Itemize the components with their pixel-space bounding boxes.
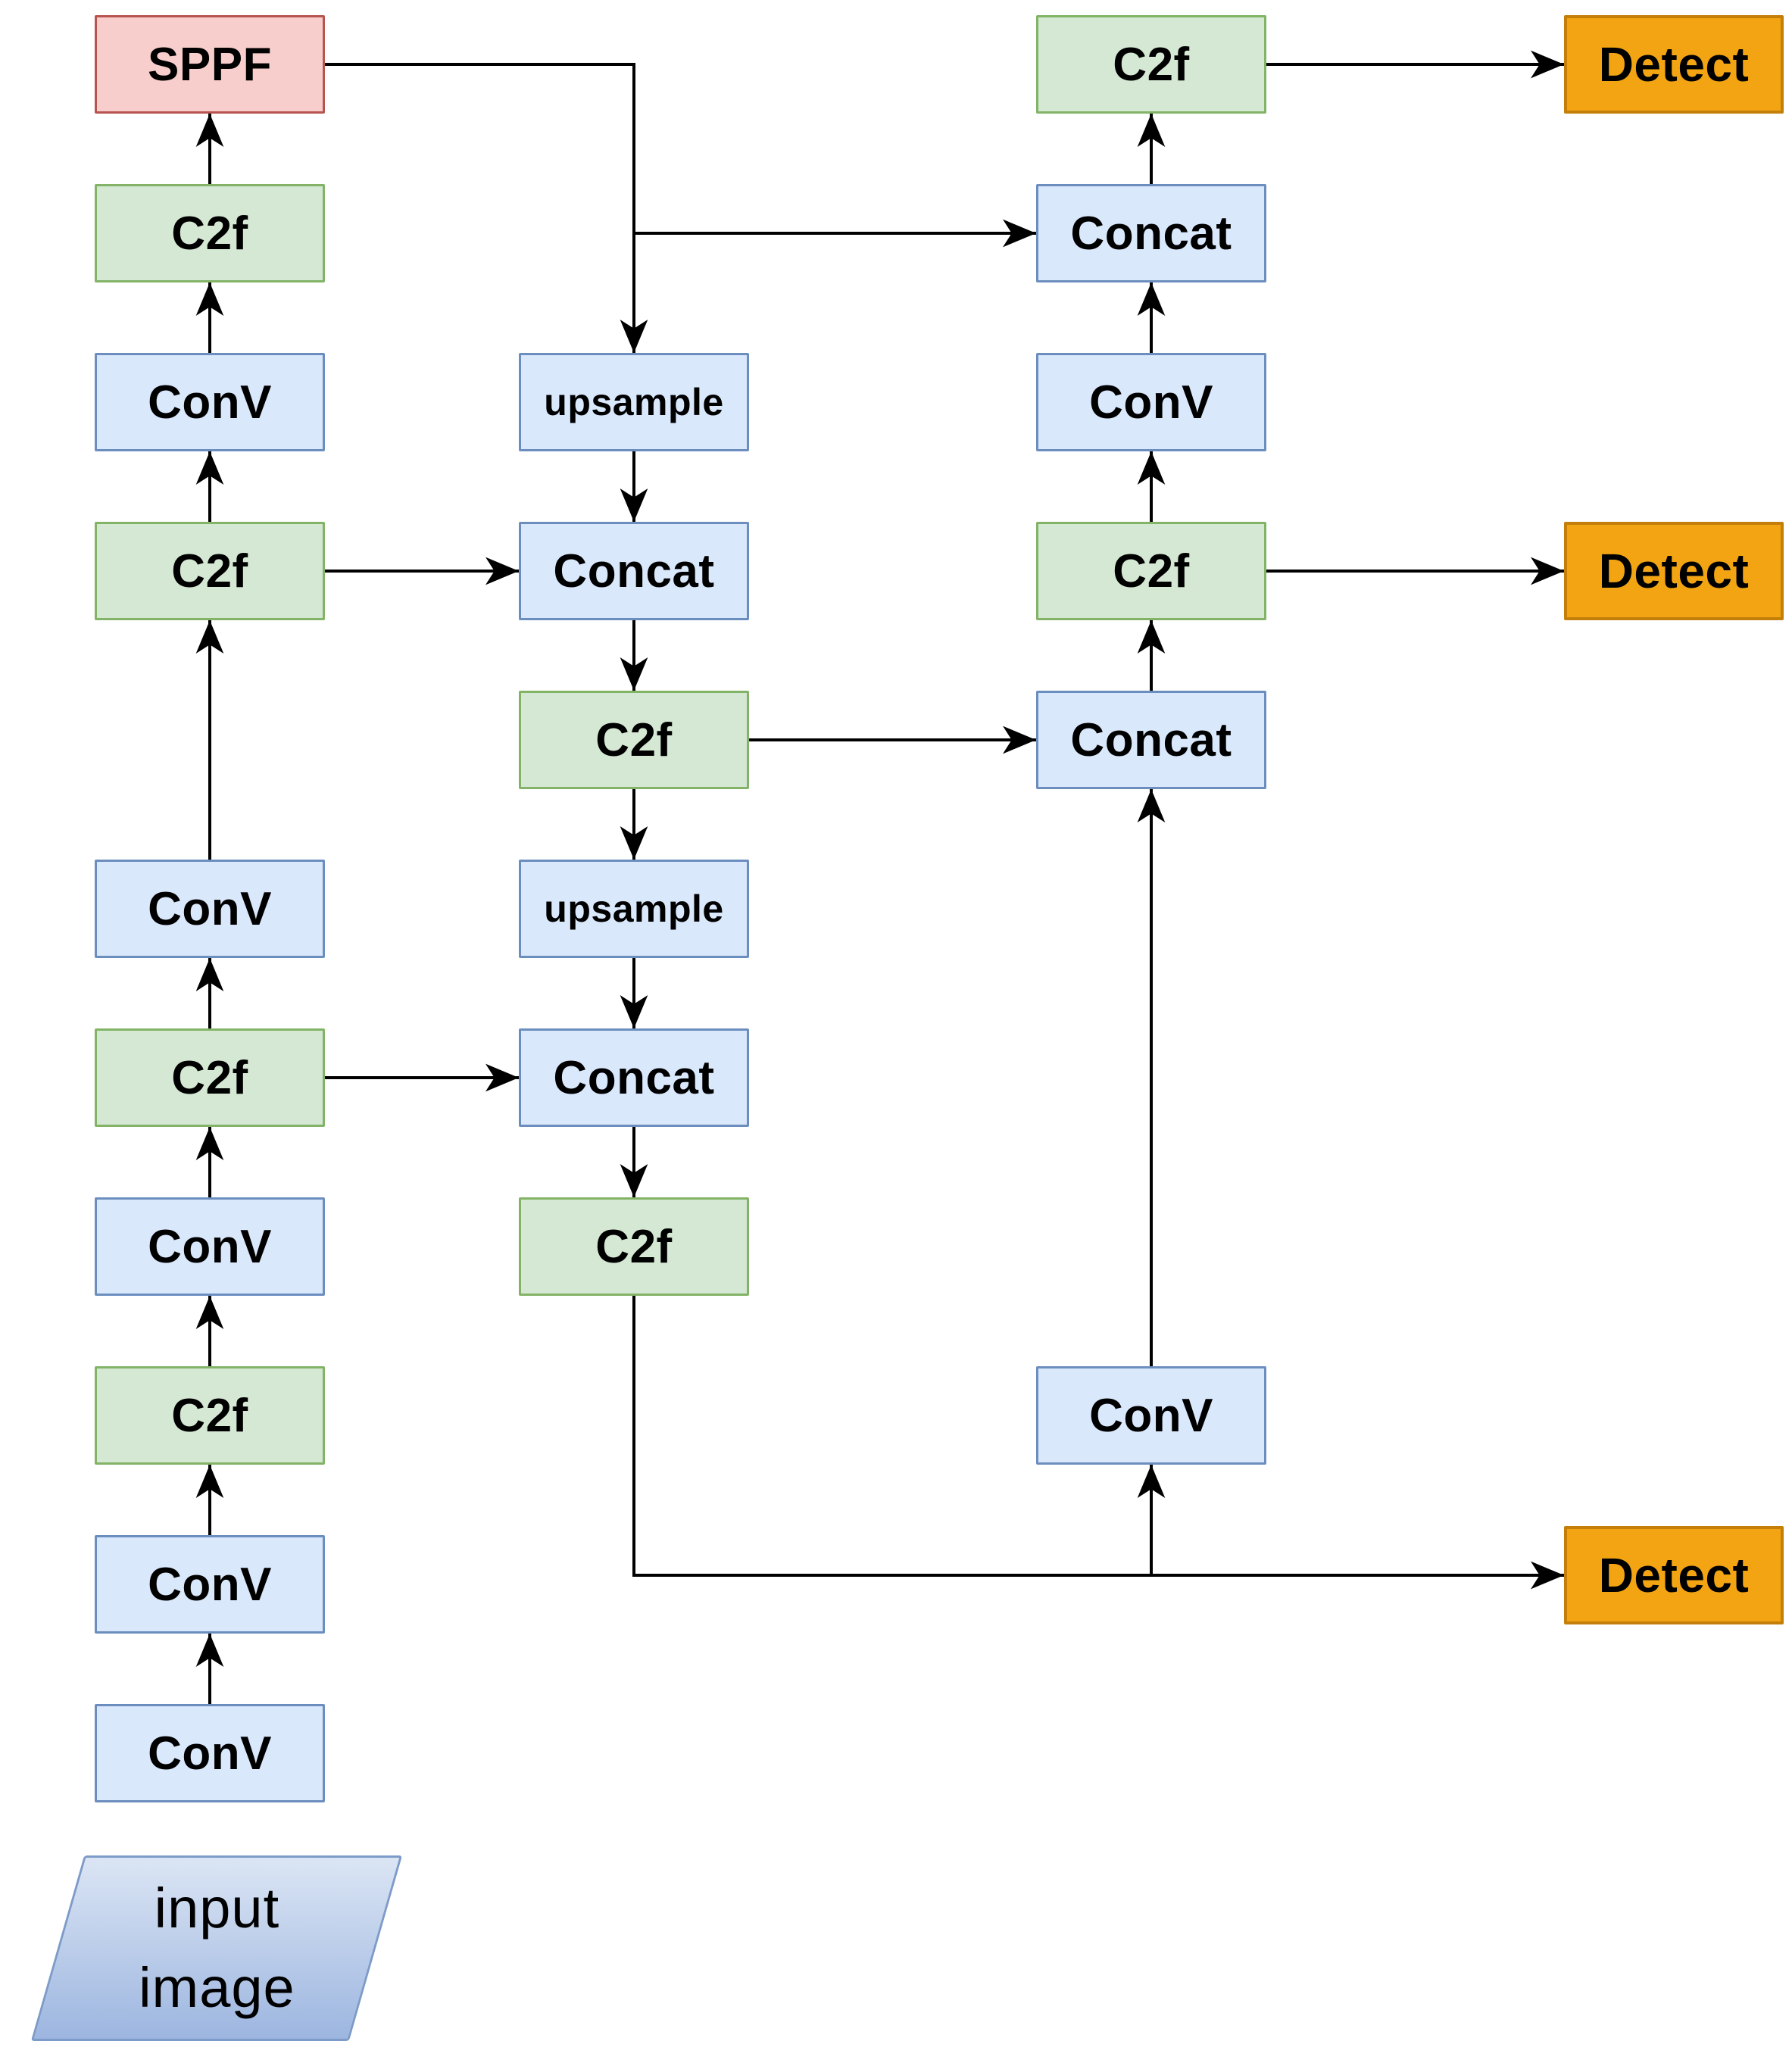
node-label: C2f: [1113, 545, 1190, 598]
node-label: C2f: [171, 1389, 248, 1442]
node-concat-r4: Concat: [1036, 691, 1266, 789]
node-label: Concat: [1070, 207, 1232, 260]
node-c2f-l1: C2f: [95, 184, 325, 282]
node-c2f-l6: C2f: [95, 1028, 325, 1127]
node-label: C2f: [171, 207, 248, 260]
node-label: Concat: [1070, 713, 1232, 766]
node-label: ConV: [148, 882, 272, 935]
node-detect-bot: Detect: [1564, 1526, 1784, 1624]
node-label: upsample: [544, 888, 724, 930]
node-label: Detect: [1598, 1548, 1750, 1603]
node-label: C2f: [595, 713, 673, 766]
node-label: Detect: [1598, 544, 1750, 598]
node-conv-l5: ConV: [95, 860, 325, 958]
label-line: input: [154, 1877, 279, 1940]
node-conv-l9: ConV: [95, 1535, 325, 1634]
node-sppf: SPPF: [95, 15, 325, 114]
node-label: ConV: [148, 1220, 272, 1273]
node-c2f-r0: C2f: [1036, 15, 1266, 114]
node-upsample-m2: upsample: [519, 353, 749, 451]
node-detect-mid: Detect: [1564, 522, 1784, 620]
node-label: C2f: [171, 1051, 248, 1104]
node-c2f-r3: C2f: [1036, 522, 1266, 620]
node-label: ConV: [148, 1558, 272, 1611]
node-upsample-m5: upsample: [519, 860, 749, 958]
node-label: SPPF: [148, 38, 272, 91]
node-label: ConV: [148, 376, 272, 429]
node-label: Detect: [1598, 37, 1750, 92]
node-conv-l2: ConV: [95, 353, 325, 451]
node-concat-m3: Concat: [519, 522, 749, 620]
input-image-label: input image: [139, 1868, 295, 2027]
node-c2f-l3: C2f: [95, 522, 325, 620]
node-label: C2f: [595, 1220, 673, 1273]
node-input-image: input image: [30, 1855, 403, 2041]
node-label: Concat: [553, 545, 715, 598]
node-label: Concat: [553, 1051, 715, 1104]
label-line: image: [138, 1956, 295, 2020]
node-c2f-m4: C2f: [519, 691, 749, 789]
node-label: C2f: [171, 545, 248, 598]
node-concat-r1: Concat: [1036, 184, 1266, 282]
node-detect-top: Detect: [1564, 15, 1784, 114]
node-label: ConV: [1089, 1389, 1213, 1442]
node-label: ConV: [148, 1727, 272, 1780]
node-c2f-m7: C2f: [519, 1197, 749, 1296]
node-conv-l7: ConV: [95, 1197, 325, 1296]
node-conv-l10: ConV: [95, 1704, 325, 1802]
edge-sppf-to-upsample-m2: [325, 63, 648, 353]
node-conv-r8: ConV: [1036, 1366, 1266, 1465]
node-label: ConV: [1089, 376, 1213, 429]
node-label: upsample: [544, 381, 724, 423]
node-conv-r2: ConV: [1036, 353, 1266, 451]
node-label: C2f: [1113, 38, 1190, 91]
node-c2f-l8: C2f: [95, 1366, 325, 1465]
node-concat-m6: Concat: [519, 1028, 749, 1127]
